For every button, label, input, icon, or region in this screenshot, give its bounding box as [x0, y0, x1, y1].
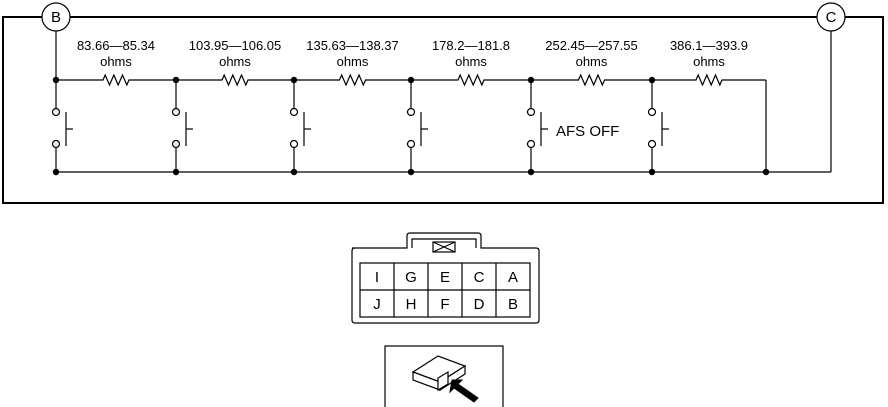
- resistor-range-label: 252.45—257.55: [545, 38, 638, 53]
- switch-bank: [51, 76, 770, 176]
- switch-contact: [647, 139, 657, 149]
- junction-dot: [407, 168, 415, 176]
- connector-pin-C: C: [474, 269, 485, 286]
- switch-contact: [406, 107, 416, 117]
- junction-dot: [290, 76, 298, 84]
- resistor-unit-label: ohms: [100, 54, 132, 69]
- circuit-frame: [2, 16, 884, 204]
- switch-contact: [526, 139, 536, 149]
- connector-sketch: [411, 355, 467, 392]
- resistor-range-label: 178.2—181.8: [432, 38, 510, 53]
- junction-dot: [172, 76, 180, 84]
- junction-dot: [52, 76, 60, 84]
- resistor-unit-label: ohms: [455, 54, 487, 69]
- junction-dot: [172, 168, 180, 176]
- switch-6: [647, 76, 669, 176]
- connector-lock-mark: [432, 241, 456, 253]
- afs-off-label: AFS OFF: [556, 123, 619, 140]
- connector-pin-E: E: [440, 269, 450, 286]
- junction-dot: [527, 168, 535, 176]
- switch-1: [51, 76, 73, 176]
- terminal-b-label: B: [51, 9, 61, 26]
- connector-face: [351, 232, 540, 324]
- junction-dot: [407, 76, 415, 84]
- resistor-unit-label: ohms: [219, 54, 251, 69]
- switch-contact: [406, 139, 416, 149]
- connector-pin-A: A: [508, 269, 518, 286]
- junction-dot: [648, 76, 656, 84]
- switch-2: [171, 76, 193, 176]
- resistor-range-label: 83.66—85.34: [77, 38, 155, 53]
- connector-pin-D: D: [474, 296, 485, 313]
- connector-pin-G: G: [405, 269, 417, 286]
- switch-contact: [171, 107, 181, 117]
- arrow-icon: [449, 379, 479, 403]
- resistor-unit-label: ohms: [576, 54, 608, 69]
- resistor-unit-label: ohms: [693, 54, 725, 69]
- switch-contact: [51, 107, 61, 117]
- terminal-b: B: [41, 2, 71, 32]
- resistor-range-label: 386.1—393.9: [670, 38, 748, 53]
- switch-contact: [526, 107, 536, 117]
- resistor-unit-label: ohms: [337, 54, 369, 69]
- resistor-symbol: [531, 73, 652, 87]
- connector-pin-J: J: [373, 296, 381, 313]
- junction-dot: [527, 76, 535, 84]
- resistor-symbol: [652, 73, 766, 87]
- connector-pin-B: B: [508, 296, 518, 313]
- junction-dot: [290, 168, 298, 176]
- terminal-c: C: [816, 2, 846, 32]
- junction-dot: [52, 168, 60, 176]
- resistor-symbol: [411, 73, 531, 87]
- connector-pin-labels: I G E C A J H F D B: [373, 269, 518, 313]
- resistor-symbol: [56, 73, 176, 87]
- switch-contact: [51, 139, 61, 149]
- junction-dot: [648, 168, 656, 176]
- switch-contact: [289, 107, 299, 117]
- junction-dot: [762, 168, 770, 176]
- switch-contact: [289, 139, 299, 149]
- connector-pin-I: I: [375, 269, 379, 286]
- switch-contact: [171, 139, 181, 149]
- switch-contact: [647, 107, 657, 117]
- switch-4: [406, 76, 428, 176]
- resistor-range-label: 103.95—106.05: [189, 38, 282, 53]
- resistor-chain: 83.66—85.34ohms103.95—106.05ohms135.63—1…: [56, 38, 766, 87]
- resistor-symbol: [294, 73, 411, 87]
- resistor-symbol: [176, 73, 294, 87]
- switch-5: [526, 76, 548, 176]
- connector-pin-H: H: [406, 296, 417, 313]
- connector-pin-F: F: [440, 296, 449, 313]
- resistor-range-label: 135.63—138.37: [306, 38, 399, 53]
- connector-view-icon: [384, 345, 504, 407]
- switch-3: [289, 76, 311, 176]
- terminal-c-label: C: [826, 9, 837, 26]
